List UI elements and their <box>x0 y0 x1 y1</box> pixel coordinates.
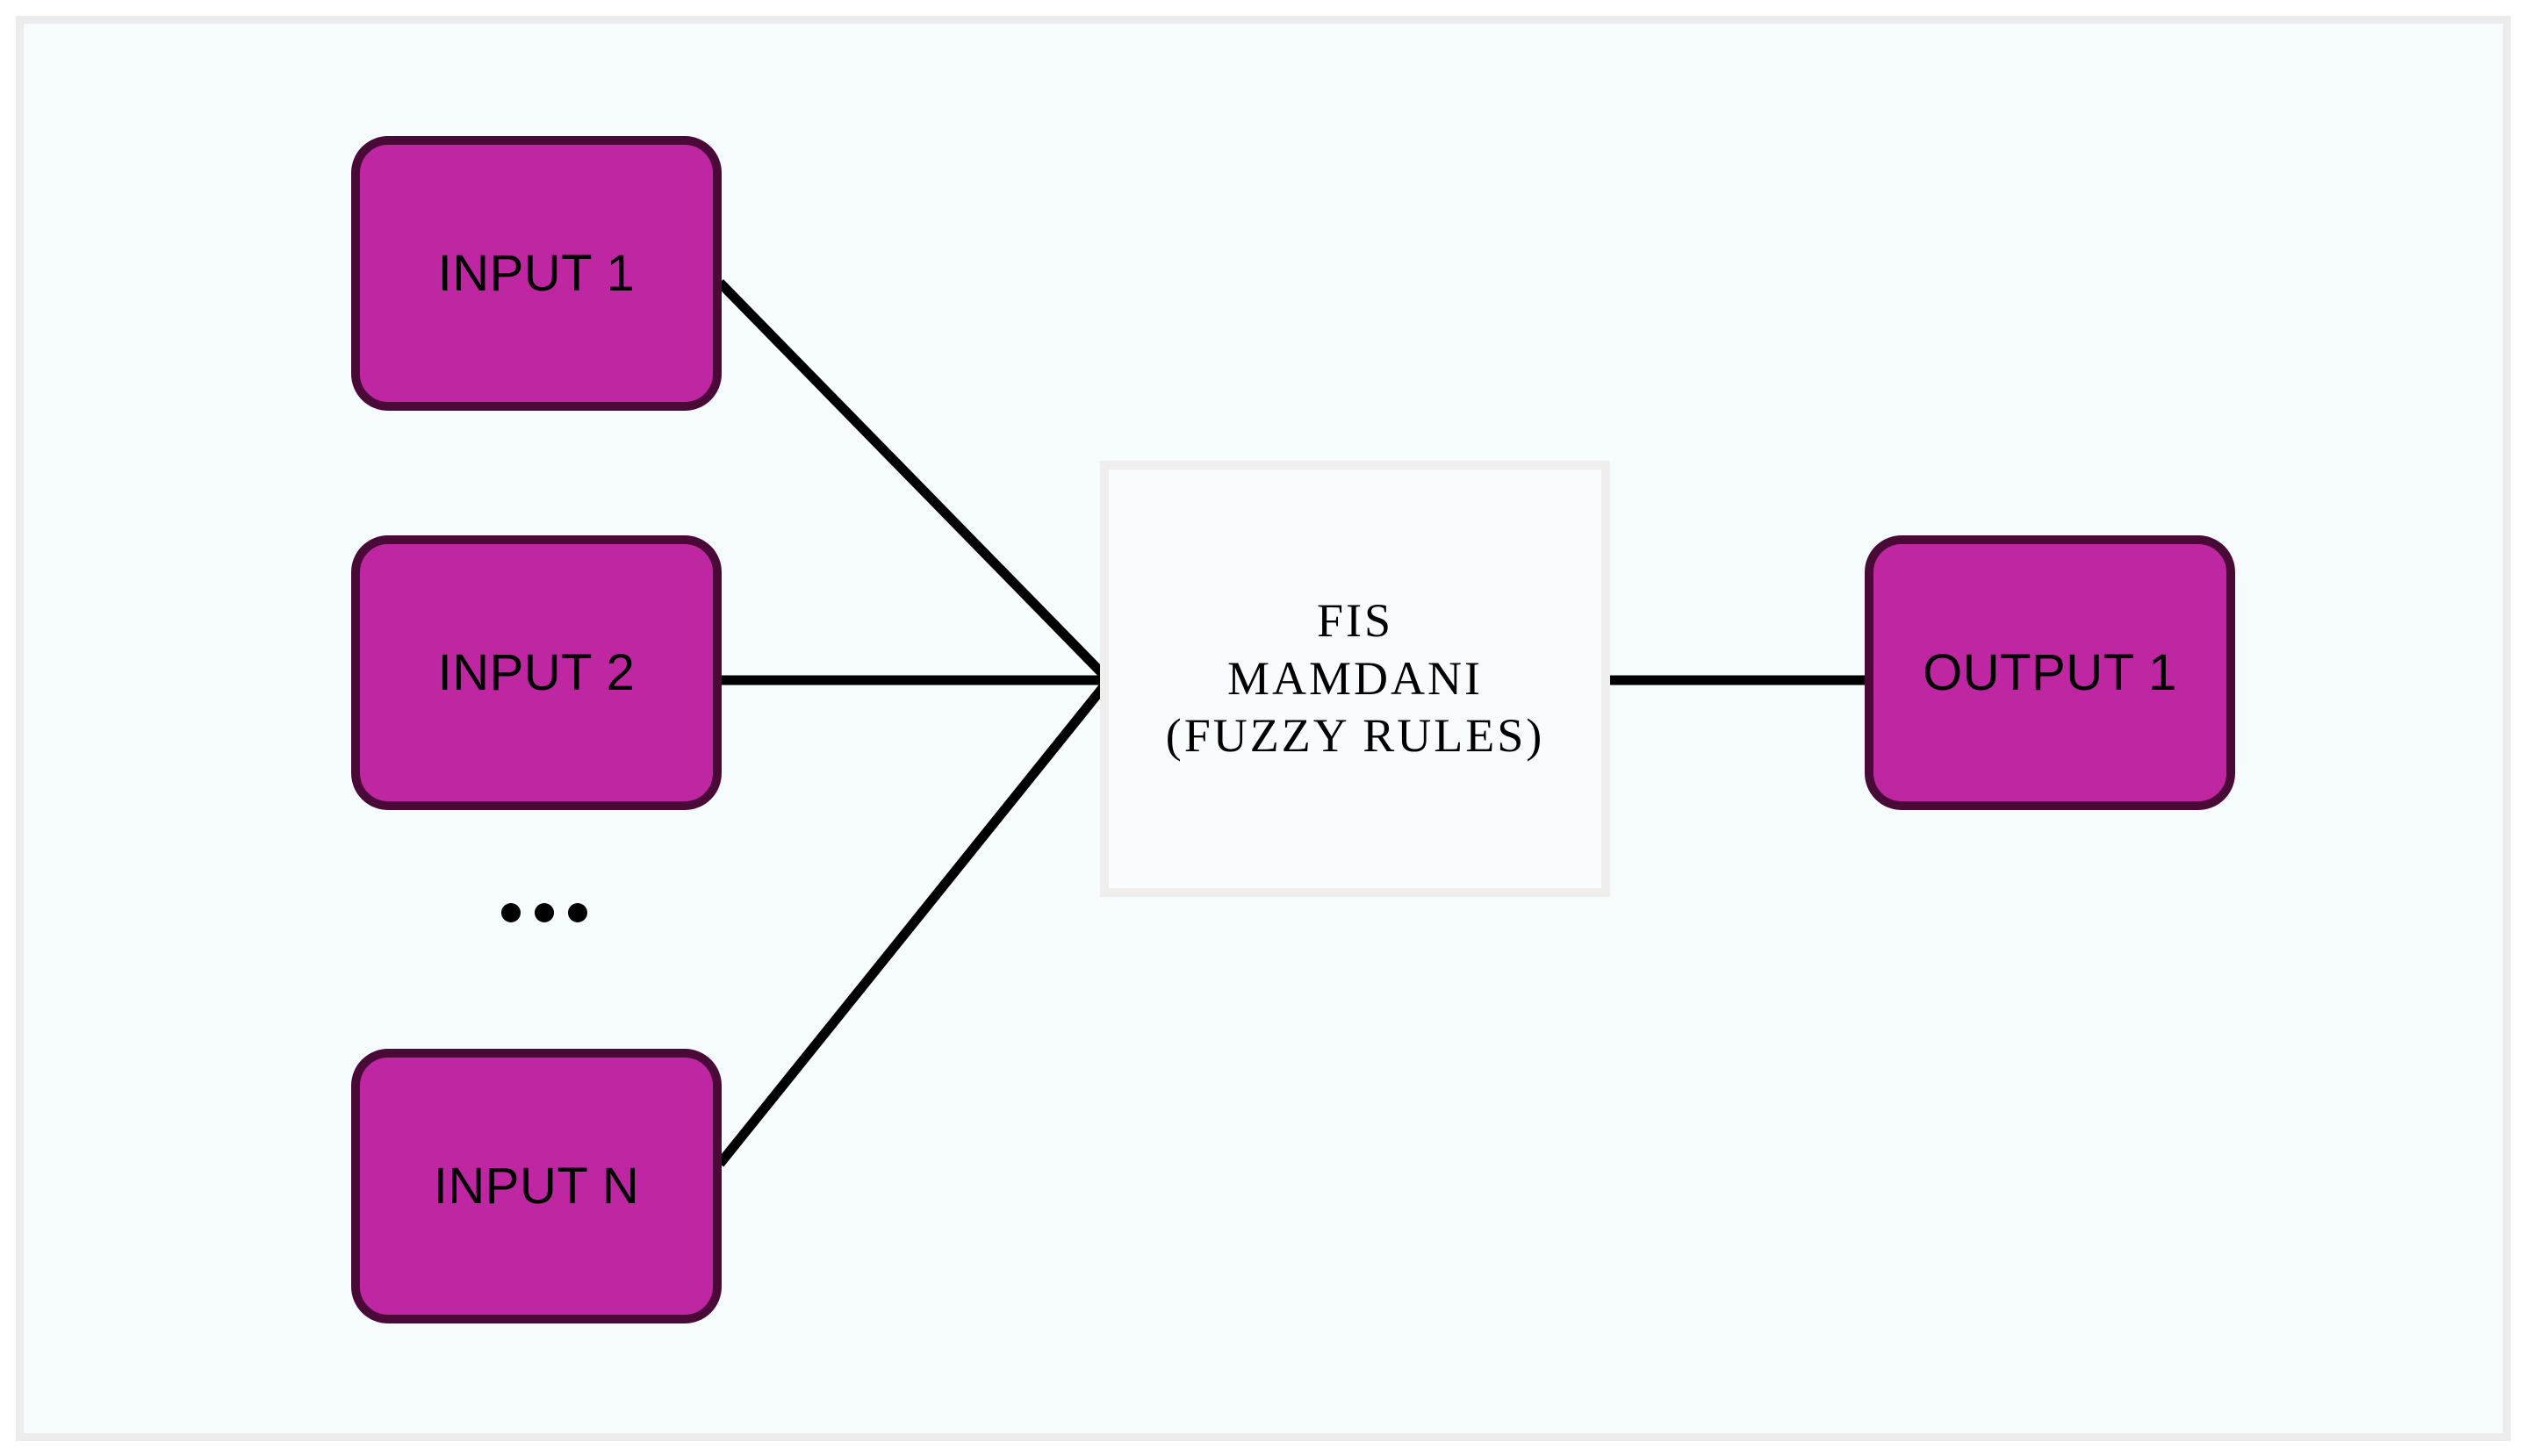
node-input-n-label: INPUT N <box>433 1158 640 1215</box>
fis-line-2: MAMDANI <box>1227 651 1483 705</box>
node-fis-mamdani[interactable]: FIS MAMDANI (FUZZY RULES) <box>1100 461 1610 897</box>
fis-line-1: FIS <box>1316 593 1394 647</box>
node-input-n[interactable]: INPUT N <box>351 1049 722 1323</box>
node-output-1[interactable]: OUTPUT 1 <box>1865 535 2235 810</box>
fis-line-3: (FUZZY RULES) <box>1165 709 1545 763</box>
ellipsis-dot-1 <box>501 903 521 922</box>
ellipsis-dot-3 <box>568 903 587 922</box>
node-input-1-label: INPUT 1 <box>437 245 636 302</box>
node-input-1[interactable]: INPUT 1 <box>351 136 722 411</box>
node-input-2[interactable]: INPUT 2 <box>351 535 722 810</box>
ellipsis-indicator <box>492 886 597 939</box>
node-input-2-label: INPUT 2 <box>437 644 636 701</box>
ellipsis-dot-2 <box>535 903 554 922</box>
node-output-1-label: OUTPUT 1 <box>1923 644 2177 701</box>
